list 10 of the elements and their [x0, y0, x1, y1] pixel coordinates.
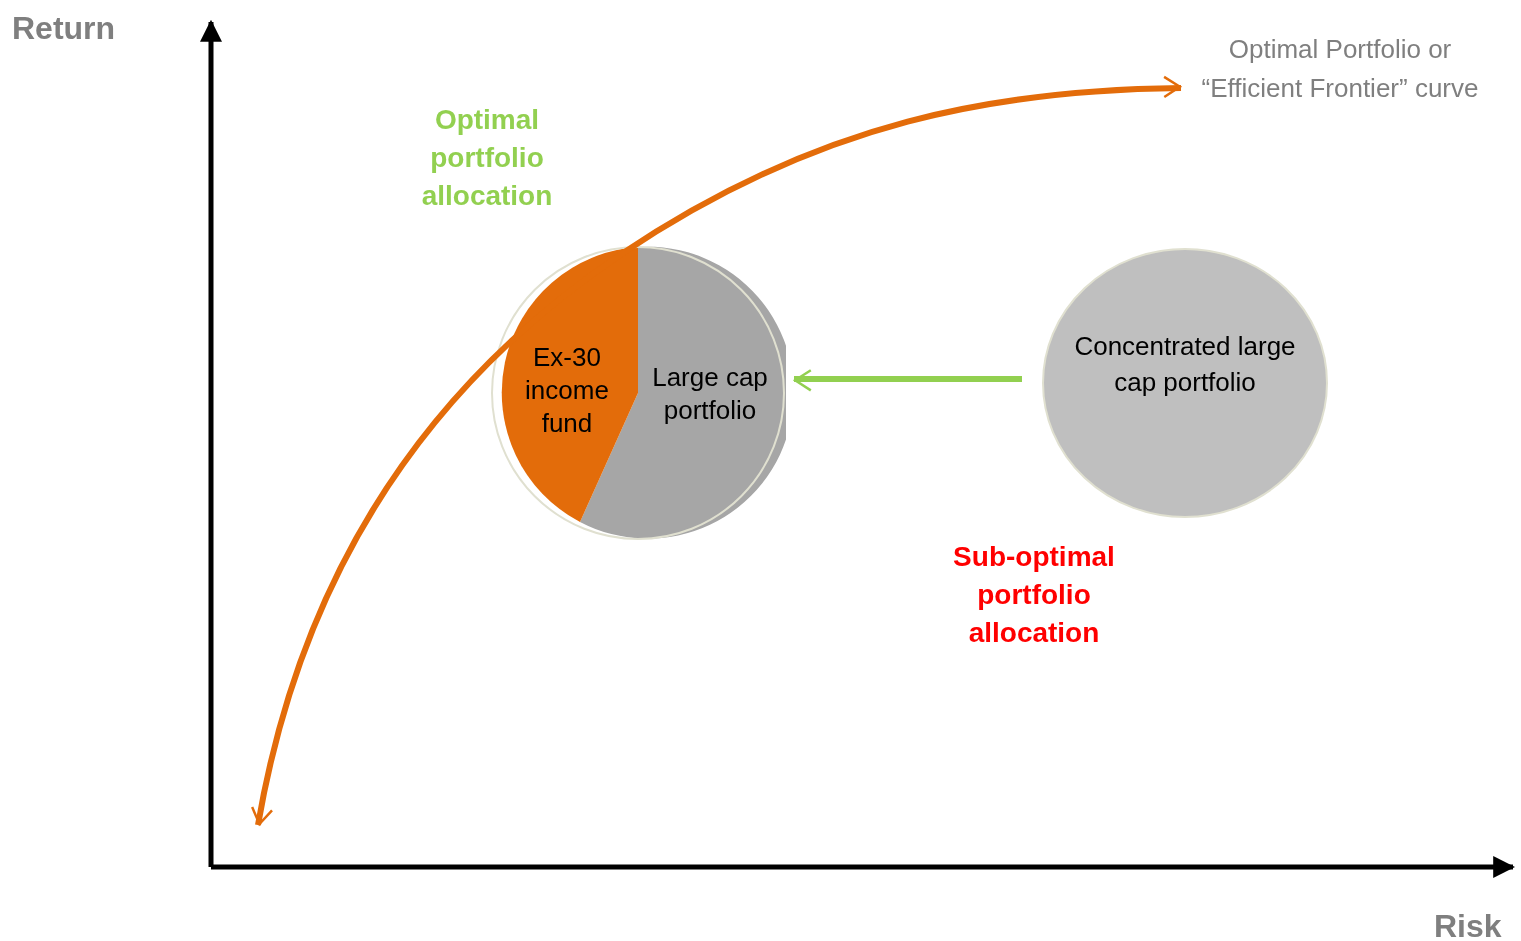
arrow — [794, 369, 1022, 392]
annotation: Optimal portfolio allocation — [420, 103, 554, 213]
frontier-curve-arrow — [251, 76, 1182, 826]
slice-label: Large cap portfolio — [651, 361, 769, 427]
annotation: Sub-optimal portfolio allocation — [952, 540, 1116, 650]
axis-title: Return — [12, 9, 116, 48]
circle-label: Concentrated large cap portfolio — [1073, 330, 1297, 399]
slice-label: Ex-30 income fund — [524, 341, 610, 440]
axis-title: Risk — [1434, 907, 1502, 941]
curve-label: Optimal Portfolio or “Efficient Frontier” curve — [1195, 30, 1485, 108]
